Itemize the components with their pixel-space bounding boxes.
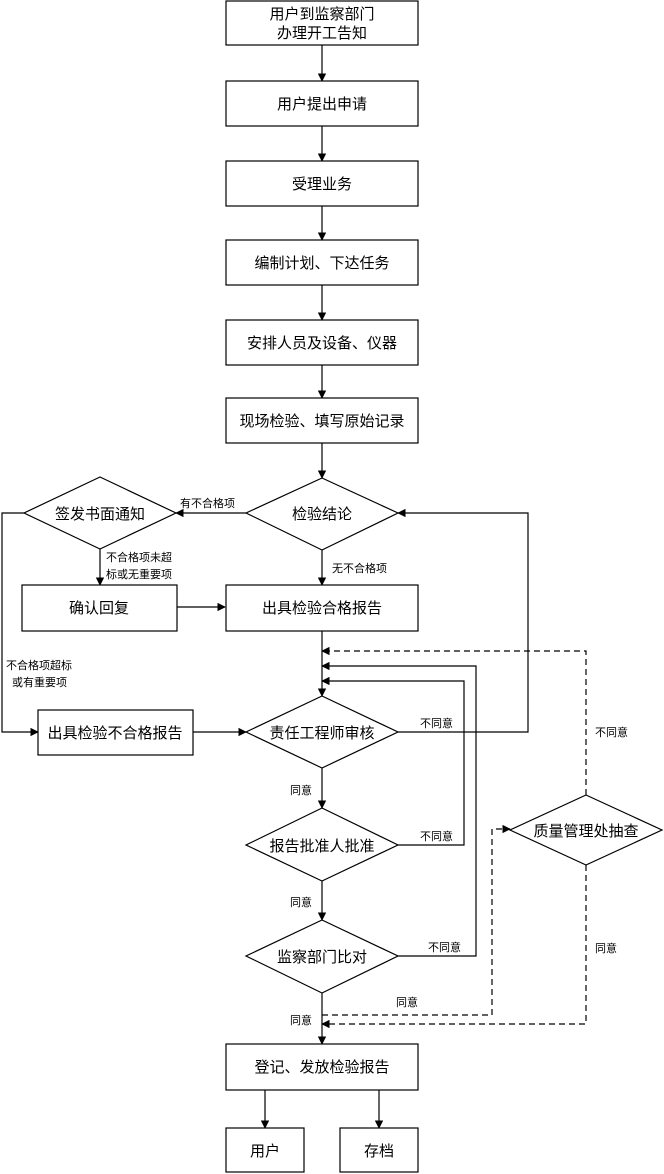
node-confirm xyxy=(21,584,178,632)
node-quality-label: 质量管理处抽查 xyxy=(533,822,638,840)
label-quality-to-dept-agree: 同意 xyxy=(396,995,418,1009)
node-inspect xyxy=(225,397,419,444)
node-archive-label: 存档 xyxy=(364,1142,394,1160)
node-engineer-label: 责任工程师审核 xyxy=(269,724,374,742)
node-issue xyxy=(225,1043,419,1091)
node-pass-report-label: 出具检验合格报告 xyxy=(262,599,382,617)
node-dept xyxy=(244,919,400,994)
node-plan-label: 编制计划、下达任务 xyxy=(254,254,389,272)
label-dept-agree: 同意 xyxy=(290,1013,312,1027)
label-approver-disagree: 不同意 xyxy=(420,829,453,843)
node-notify xyxy=(225,0,419,46)
node-user-label: 用户 xyxy=(250,1142,280,1160)
node-user xyxy=(225,1127,305,1173)
label-quality-disagree: 不同意 xyxy=(595,725,628,739)
node-approver xyxy=(244,807,400,882)
label-has-fail: 有不合格项 xyxy=(180,496,235,510)
node-conclusion xyxy=(244,477,400,551)
node-conclusion-label: 检验结论 xyxy=(292,505,352,523)
node-notify-line1: 用户到监察部门 xyxy=(269,5,374,23)
node-engineer xyxy=(244,695,400,769)
node-archive xyxy=(339,1127,419,1173)
node-quality xyxy=(508,794,664,866)
connectors xyxy=(1,45,529,1129)
label-engineer-agree: 同意 xyxy=(290,783,312,797)
label-fail-major-1: 不合格项超标 xyxy=(6,658,72,672)
node-notice-label: 签发书面通知 xyxy=(55,505,145,523)
node-arrange-label: 安排人员及设备、仪器 xyxy=(247,334,397,352)
label-quality-agree: 同意 xyxy=(595,941,617,955)
node-pass-report xyxy=(225,584,419,632)
node-approver-label: 报告批准人批准 xyxy=(269,837,374,855)
node-fail-report-label: 出具检验不合格报告 xyxy=(47,724,182,742)
node-arrange xyxy=(225,319,419,366)
node-issue-label: 登记、发放检验报告 xyxy=(254,1058,389,1076)
label-dept-disagree: 不同意 xyxy=(428,940,461,954)
node-notify-line2: 办理开工告知 xyxy=(277,24,367,42)
label-fail-major-2: 或有重要项 xyxy=(12,675,67,689)
node-apply-label: 用户提出申请 xyxy=(277,95,367,113)
node-confirm-label: 确认回复 xyxy=(69,599,129,617)
label-fail-minor-1: 不合格项未超 xyxy=(106,550,172,564)
node-plan xyxy=(225,239,419,286)
node-fail-report xyxy=(37,709,194,756)
node-accept-label: 受理业务 xyxy=(292,175,352,193)
node-notice xyxy=(22,476,178,550)
node-inspect-label: 现场检验、填写原始记录 xyxy=(239,412,404,430)
node-accept xyxy=(225,160,419,207)
label-engineer-disagree: 不同意 xyxy=(420,716,453,730)
label-no-fail: 无不合格项 xyxy=(332,561,387,575)
node-apply xyxy=(225,80,419,127)
label-fail-minor-2: 标或无重要项 xyxy=(106,567,172,581)
node-dept-label: 监察部门比对 xyxy=(277,948,367,966)
dashed-connectors xyxy=(321,646,587,1029)
label-approver-agree: 同意 xyxy=(290,895,312,909)
